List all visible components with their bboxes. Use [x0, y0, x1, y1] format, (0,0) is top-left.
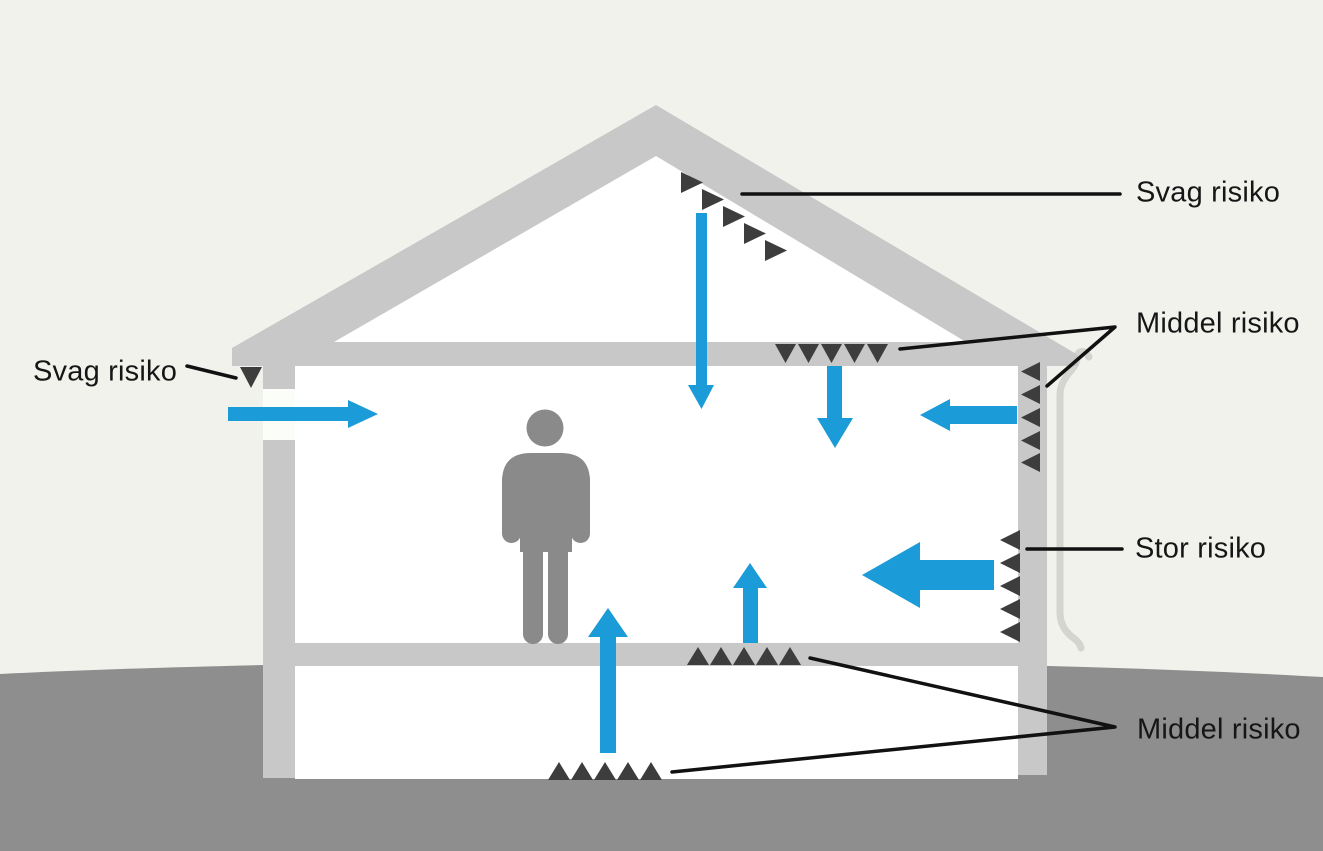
label-stor-risiko: Stor risiko: [1135, 532, 1267, 565]
risk-marker-icon: [733, 647, 755, 665]
attic-interior: [334, 156, 966, 342]
risk-marker-icon: [844, 344, 865, 363]
risk-marker-icon: [765, 240, 787, 261]
callout-line-svag-left: [185, 364, 238, 380]
risk-marker-icon: [867, 344, 888, 363]
arrow-in-left-wall: [228, 400, 378, 428]
risk-marker-icon: [1000, 599, 1020, 619]
label-middel-risiko-right: Middel risiko: [1136, 307, 1300, 340]
callout-lines: [185, 192, 1124, 774]
ground-markers: [548, 762, 662, 780]
person-right-leg: [548, 520, 568, 644]
person-left-arm: [502, 470, 521, 543]
risk-marker-icon: [1000, 553, 1020, 573]
arrow-down-from-ceiling: [817, 366, 853, 448]
callout-line-middel-bottom: [670, 656, 1117, 774]
arrow-up-at-floor-joint: [733, 563, 767, 643]
risk-marker-icon: [548, 762, 570, 780]
callout-line-middel-right: [898, 325, 1117, 388]
risk-marker-icon: [702, 189, 724, 210]
label-middel-risiko-bottom: Middel risiko: [1137, 713, 1301, 746]
risk-marker-icon: [681, 172, 703, 193]
label-svag-risiko-roof: Svag risiko: [1136, 176, 1281, 209]
ceiling-markers: [775, 344, 888, 363]
person-right-arm: [571, 470, 590, 543]
risk-marker-icon: [1021, 453, 1040, 472]
risk-marker-icon: [710, 647, 732, 665]
risk-marker-icon: [1021, 408, 1040, 427]
roof-markers: [681, 172, 787, 261]
floor-markers: [687, 647, 801, 665]
risk-marker-icon: [1021, 385, 1040, 404]
floor-slab: [294, 643, 1018, 666]
arrow-in-right-wall-lower: [862, 542, 994, 608]
risk-marker-icon: [1000, 530, 1020, 550]
risk-marker-icon: [640, 762, 662, 780]
risk-marker-icon: [1000, 622, 1020, 642]
risk-marker-icon: [1000, 576, 1020, 596]
person-head: [526, 409, 564, 447]
left-wall-top: [263, 366, 295, 389]
person-figure: [502, 409, 590, 644]
risk-marker-icon: [775, 344, 796, 363]
risk-marker-icon: [594, 762, 616, 780]
risk-markers: [240, 172, 1040, 780]
arrow-up-through-floor: [588, 608, 628, 753]
arrow-down-from-roof: [688, 213, 714, 409]
right-wall-lower-markers: [1000, 530, 1020, 642]
risk-marker-icon: [744, 223, 766, 244]
risk-marker-icon: [798, 344, 819, 363]
arrow-in-right-wall-upper: [920, 399, 1017, 431]
risk-marker-icon: [1021, 431, 1040, 450]
risk-marker-icon: [723, 206, 745, 227]
risk-marker-icon: [821, 344, 842, 363]
risk-marker-icon: [756, 647, 778, 665]
risk-marker-icon: [571, 762, 593, 780]
left-vent-marker-icon: [240, 367, 262, 388]
right-wall-upper-markers: [1021, 362, 1040, 472]
risk-marker-icon: [1021, 362, 1040, 381]
airflow-arrows: [228, 213, 1017, 753]
risk-marker-icon: [779, 647, 801, 665]
risk-marker-icon: [617, 762, 639, 780]
left-wall: [263, 440, 295, 778]
label-svag-risiko-left: Svag risiko: [33, 355, 178, 388]
person-left-leg: [523, 520, 543, 644]
risk-marker-icon: [687, 647, 709, 665]
